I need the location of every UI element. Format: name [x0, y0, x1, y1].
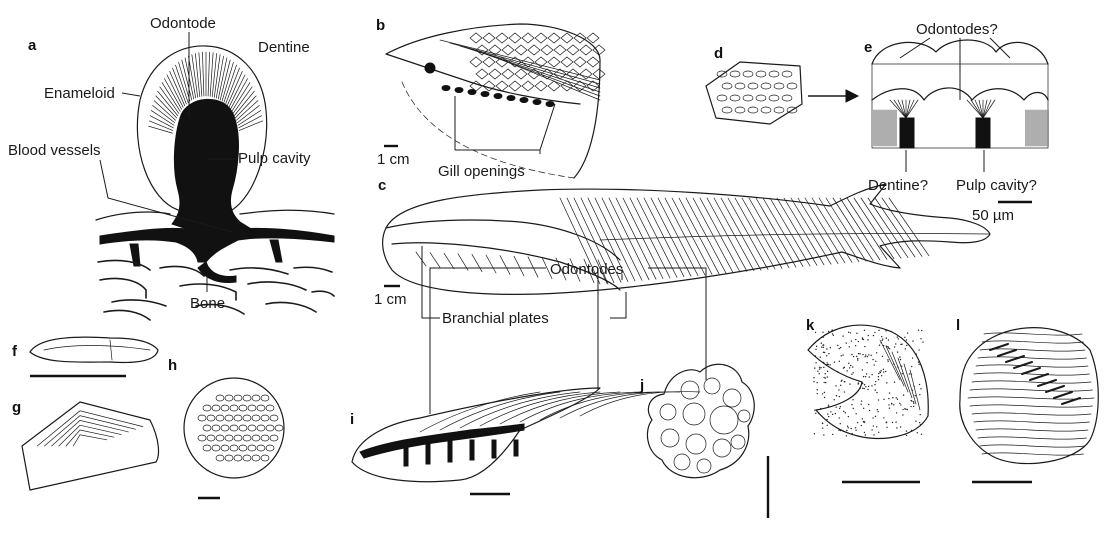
leader-branchial-plates	[422, 246, 626, 318]
panel-letter-c: c	[378, 177, 386, 194]
specimen-l-ridges	[968, 333, 1094, 455]
label-branchial-plates: Branchial plates	[442, 310, 549, 327]
specimen-f-inner	[44, 340, 150, 360]
panel-letter-a: a	[28, 37, 37, 54]
scale-patch-denticles	[717, 71, 797, 113]
panel-letter-b: b	[376, 17, 385, 34]
head-scale-mesh	[440, 33, 605, 100]
specimen-g-ridges	[37, 411, 143, 446]
panel-c: c 1 cm Branchial plates	[374, 177, 990, 327]
leader-gill-openings	[455, 96, 555, 154]
panel-j: j	[639, 364, 768, 518]
label-odontodes-e: Odontodes?	[916, 21, 998, 38]
pulp-cavity-left	[900, 118, 914, 148]
panel-a: a Odontode Dentine Enameloid Blood vesse…	[8, 15, 334, 320]
specimen-f-outline	[30, 337, 158, 362]
label-dentine: Dentine	[258, 39, 310, 56]
eye	[425, 63, 435, 73]
panel-k: k	[806, 317, 928, 482]
label-enameloid: Enameloid	[44, 85, 115, 102]
panel-d: d	[706, 45, 858, 124]
leader-odontodes-e	[900, 38, 1010, 100]
specimen-h-tubercles	[198, 395, 283, 461]
label-odontode: Odontode	[150, 15, 216, 32]
panel-letter-k: k	[806, 317, 815, 334]
panel-letter-f: f	[12, 343, 18, 360]
panel-letter-h: h	[168, 357, 177, 374]
specimen-g-outline	[22, 402, 158, 490]
label-odontodes-i: Odontodes	[550, 261, 623, 278]
scale-label-c: 1 cm	[374, 291, 407, 308]
specimen-k-stipple	[813, 329, 923, 436]
panel-e: e Odontodes? Dentine? Pulp cavity? 50 µm	[864, 21, 1048, 224]
panel-h: h	[168, 357, 284, 498]
panel-letter-e: e	[864, 39, 872, 56]
label-blood-vessels: Blood vessels	[8, 142, 101, 159]
specimen-l-outline	[960, 328, 1098, 464]
scale-label-b: 1 cm	[377, 151, 410, 168]
fish-head-shield	[386, 220, 620, 260]
leader-enameloid	[122, 93, 140, 96]
pulp-cavity-right	[976, 118, 990, 148]
scale-label-e: 50 µm	[972, 207, 1014, 224]
panel-letter-d: d	[714, 45, 723, 62]
panel-letter-j: j	[639, 377, 644, 394]
label-pulp-cavity: Pulp cavity	[238, 150, 311, 167]
gill-openings	[442, 86, 554, 107]
label-bone: Bone	[190, 295, 225, 312]
label-pulp-cavity-e: Pulp cavity?	[956, 177, 1037, 194]
label-gill-openings: Gill openings	[438, 163, 525, 180]
panel-letter-g: g	[12, 399, 21, 416]
panel-f: f	[12, 337, 158, 376]
specimen-j-odontodes	[660, 378, 750, 473]
arrow-head-icon	[846, 90, 858, 102]
panel-l: l	[956, 317, 1098, 482]
specimen-k-outline	[808, 325, 928, 438]
panel-b: b 1 cm Gill openings	[376, 17, 605, 180]
panel-letter-l: l	[956, 317, 960, 334]
panel-g: g	[12, 399, 158, 490]
panel-letter-i: i	[350, 411, 354, 428]
label-dentine-e: Dentine?	[868, 177, 928, 194]
specimen-h-outline	[184, 378, 284, 478]
